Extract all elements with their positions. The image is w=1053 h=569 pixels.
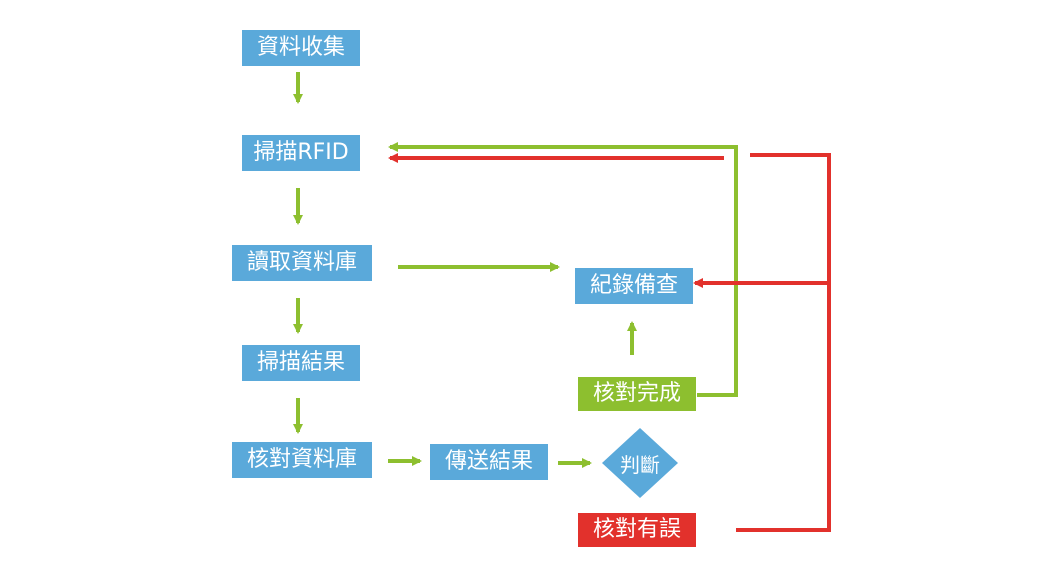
node-record-label: 紀錄備查 bbox=[589, 273, 678, 298]
node-scan-rfid-label: 掃描RFID bbox=[253, 140, 349, 165]
node-check-error-label: 核對有誤 bbox=[592, 517, 681, 542]
node-check-database: 核對資料庫 bbox=[232, 442, 372, 478]
decision-diamond: 判斷 bbox=[600, 428, 680, 498]
node-scan-result: 掃描結果 bbox=[242, 345, 360, 381]
node-read-database: 讀取資料庫 bbox=[232, 245, 372, 281]
node-check-done-label: 核對完成 bbox=[592, 381, 681, 406]
node-record: 紀錄備查 bbox=[575, 268, 693, 304]
node-read-database-label: 讀取資料庫 bbox=[246, 250, 357, 275]
node-send-result: 傳送結果 bbox=[430, 444, 548, 480]
node-check-done: 核對完成 bbox=[578, 377, 696, 411]
node-send-result-label: 傳送結果 bbox=[444, 449, 533, 474]
decision-label: 判斷 bbox=[620, 452, 660, 477]
node-check-database-label: 核對資料庫 bbox=[246, 447, 357, 472]
loop-error-main bbox=[736, 153, 831, 532]
node-data-collection-label: 資料收集 bbox=[256, 35, 345, 60]
node-check-error: 核對有誤 bbox=[578, 513, 696, 547]
node-scan-rfid: 掃描RFID bbox=[242, 135, 360, 171]
loop-done-to-scan bbox=[388, 142, 738, 397]
node-scan-result-label: 掃描結果 bbox=[256, 350, 345, 375]
diamond-shape bbox=[602, 428, 678, 498]
node-data-collection: 資料收集 bbox=[242, 30, 360, 66]
